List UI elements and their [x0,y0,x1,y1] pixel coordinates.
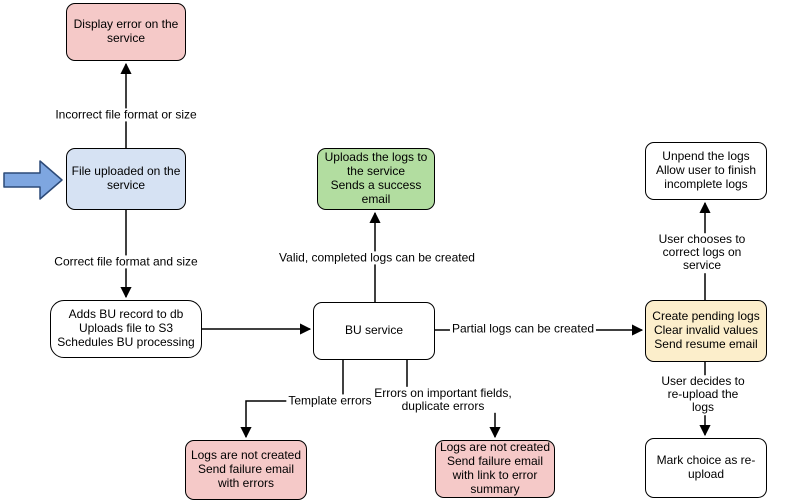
edge-label-template-errors: Template errors [286,393,374,408]
edge-label-incorrect-format: Incorrect file format or size [53,107,199,122]
node-unpend-logs: Unpend the logs Allow user to finish inc… [645,142,767,200]
edge-label-reupload: User decides to re-upload the logs [654,375,752,415]
node-mark-reupload: Mark choice as re- upload [645,438,767,498]
edge-label-partial-logs: Partial logs can be created [449,321,597,336]
node-display-error: Display error on the service [66,3,186,61]
edge-label-valid-logs: Valid, completed logs can be created [277,250,477,265]
node-failure-summary: Logs are not created Send failure email … [435,440,555,498]
node-create-pending: Create pending logs Clear invalid values… [645,300,767,362]
node-upload-success: Uploads the logs to the service Sends a … [317,148,435,210]
start-arrow-icon [3,160,63,200]
node-bu-service: BU service [313,302,435,360]
node-add-record: Adds BU record to db Uploads file to S3 … [50,300,202,358]
node-file-uploaded: File uploaded on the service [66,148,186,210]
edge-label-important-field-errors: Errors on important fields, duplicate er… [372,385,514,414]
edge-label-correct-format: Correct file format and size [52,254,200,269]
node-failure-errors: Logs are not created Send failure email … [185,440,307,500]
edge-label-correct-on-service: User chooses to correct logs on service [652,233,752,273]
